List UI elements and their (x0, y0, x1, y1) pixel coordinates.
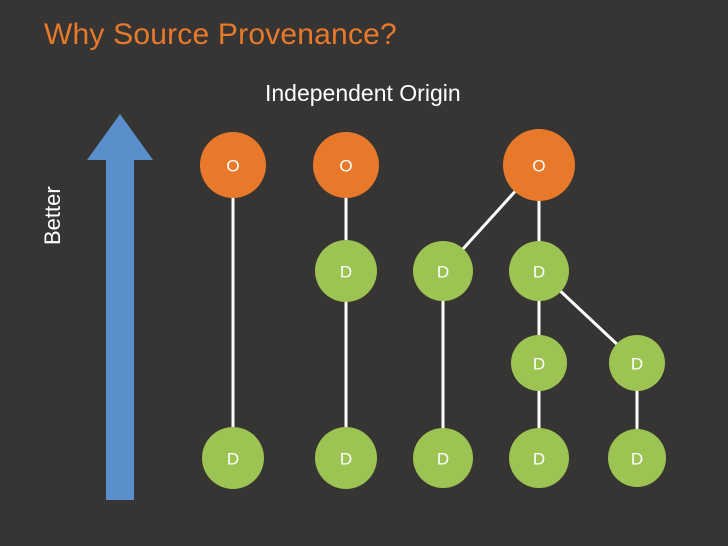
node-circle (509, 428, 569, 488)
node-label: D (533, 263, 545, 282)
node-circle (200, 132, 266, 198)
graph-node-origin[interactable]: O (313, 132, 379, 198)
graph-node-origin[interactable]: O (200, 132, 266, 198)
graph-node-derived[interactable]: D (315, 240, 377, 302)
graph-node-origin[interactable]: O (503, 129, 575, 201)
node-label: D (533, 450, 545, 469)
node-label: D (437, 263, 449, 282)
graph-node-derived[interactable]: D (608, 429, 666, 487)
graph-node-derived[interactable]: D (413, 241, 473, 301)
graph-node-derived[interactable]: D (509, 428, 569, 488)
node-circle (313, 132, 379, 198)
node-label: D (340, 263, 352, 282)
node-label: D (227, 450, 239, 469)
node-label: D (631, 355, 643, 374)
node-label: D (437, 450, 449, 469)
graph-node-derived[interactable]: D (413, 428, 473, 488)
graph-node-derived[interactable]: D (315, 427, 377, 489)
node-label: O (339, 157, 352, 176)
graph-node-derived[interactable]: D (609, 335, 665, 391)
node-circle (503, 129, 575, 201)
node-circle (608, 429, 666, 487)
graph-nodes: O O O D D D D D D D D D D (200, 129, 666, 489)
node-circle (413, 428, 473, 488)
page-title: Why Source Provenance? (44, 18, 397, 51)
graph-node-derived[interactable]: D (511, 335, 567, 391)
node-circle (509, 241, 569, 301)
node-circle (315, 240, 377, 302)
diagram-subtitle: Independent Origin (265, 80, 461, 106)
node-circle (609, 335, 665, 391)
node-circle (413, 241, 473, 301)
node-label: O (532, 157, 545, 176)
node-circle (315, 427, 377, 489)
node-label: D (533, 355, 545, 374)
node-circle (511, 335, 567, 391)
graph-node-derived[interactable]: D (509, 241, 569, 301)
up-arrow-icon (87, 114, 153, 500)
node-label: D (340, 450, 352, 469)
node-circle (202, 427, 264, 489)
node-label: D (631, 450, 643, 469)
graph-node-derived[interactable]: D (202, 427, 264, 489)
node-label: O (226, 157, 239, 176)
graph-edges (231, 163, 639, 458)
